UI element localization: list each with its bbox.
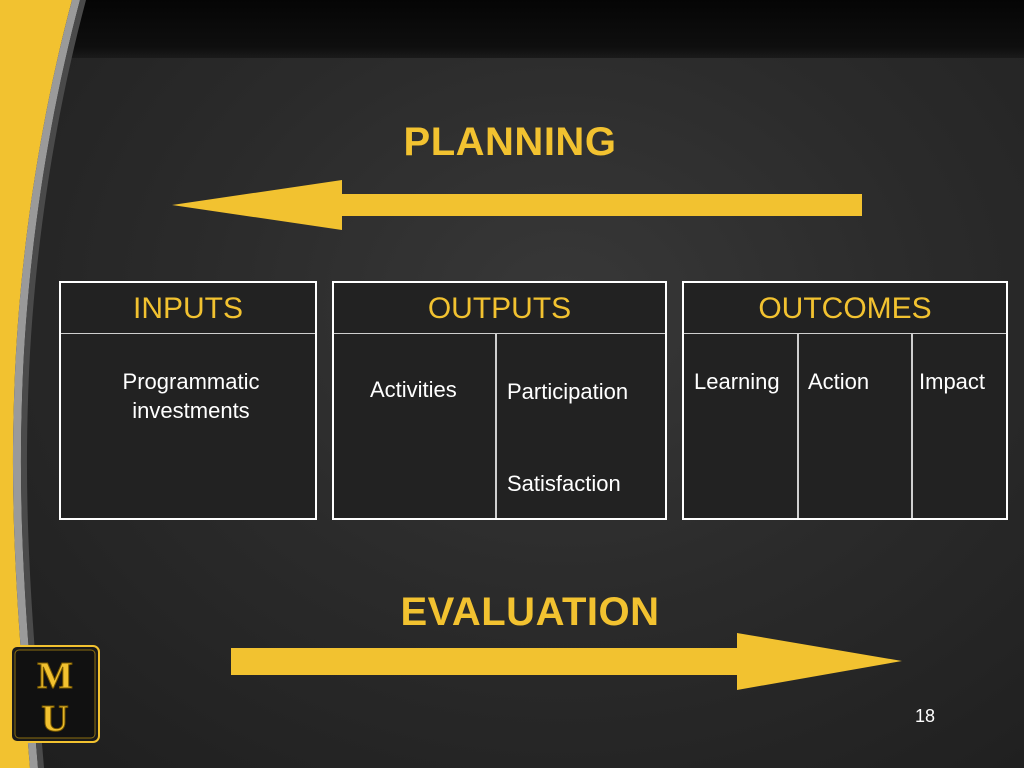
- outputs-cell-satisfaction: Satisfaction: [507, 471, 621, 496]
- outcomes-column-divider-1: [797, 333, 799, 518]
- outputs-column-divider: [495, 333, 497, 518]
- outcomes-cell-impact: Impact: [919, 369, 986, 394]
- outputs-cell-participation: Participation: [507, 379, 629, 404]
- inputs-cell-programmatic: Programmatic investments: [122, 369, 260, 423]
- top-bar: [0, 0, 1024, 58]
- outcomes-cell-learning: Learning: [694, 369, 780, 394]
- outputs-cell-activities: Activities: [370, 377, 457, 402]
- outputs-header: OUTPUTS: [334, 283, 665, 334]
- outcomes-column-divider-2: [911, 333, 913, 518]
- evaluation-title: EVALUATION: [400, 590, 660, 634]
- page-number: 18: [914, 706, 936, 726]
- planning-title: PLANNING: [403, 120, 617, 164]
- outcomes-box: OUTCOMES Learning Action Impact: [682, 281, 1008, 520]
- left-swoosh-decoration: [0, 0, 87, 768]
- outcomes-header: OUTCOMES: [684, 283, 1006, 334]
- inputs-header: INPUTS: [61, 283, 315, 334]
- outcomes-cell-action: Action: [808, 369, 870, 394]
- outputs-box: OUTPUTS Activities Participation Satisfa…: [332, 281, 667, 520]
- svg-text:M: M: [37, 655, 73, 697]
- inputs-box: INPUTS Programmatic investments: [59, 281, 317, 520]
- svg-text:U: U: [41, 698, 68, 740]
- mu-logo: M U: [10, 645, 100, 743]
